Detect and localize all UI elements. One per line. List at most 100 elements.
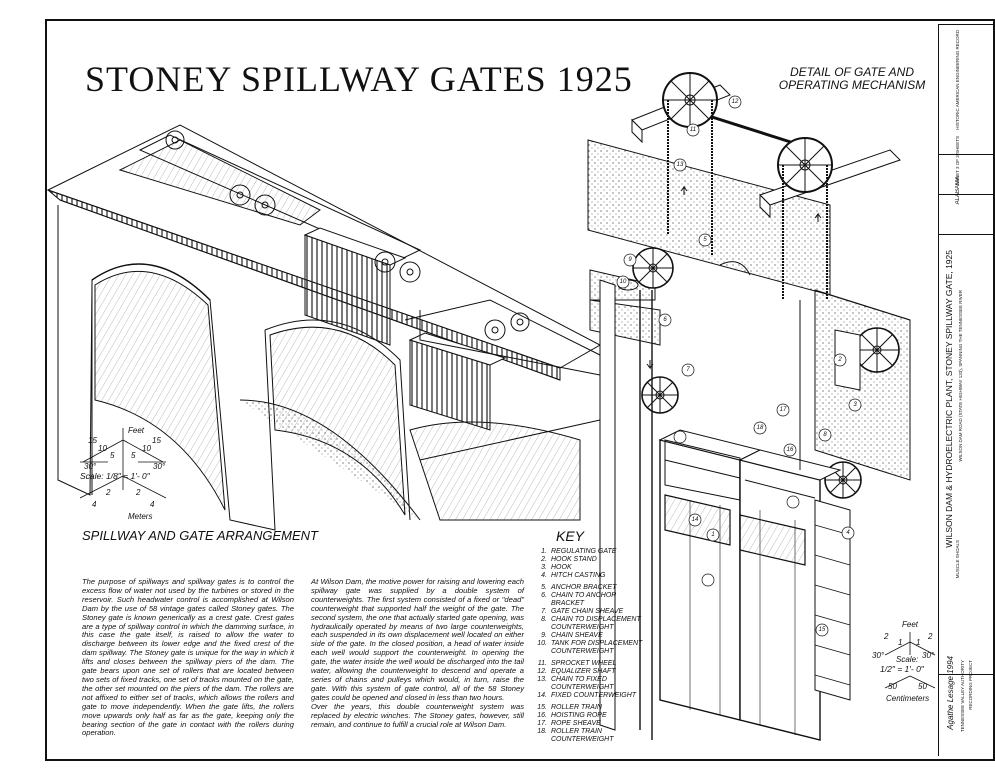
key-item: 5.ANCHOR BRACKET (533, 584, 643, 592)
tb-agency-cell (939, 674, 995, 757)
scale-ratio-right: 1/2" = 1'- 0" (880, 664, 924, 674)
scale-feet-label-right: Feet (902, 620, 919, 629)
key-item-number: 2. (541, 556, 547, 563)
callout-number: 14 (691, 516, 699, 523)
key-item-number: 1. (541, 548, 547, 555)
right-scale-graphic (884, 632, 936, 689)
key-item-label: REGULATING GATE (551, 548, 617, 555)
key-item-number: 5. (541, 584, 547, 591)
tb-state-cell (939, 194, 995, 235)
tb-recording: RECORDING PROJECT (968, 660, 973, 710)
key-item-label: TANK FOR DISPLACEMENT COUNTERWEIGHT (551, 640, 643, 655)
detail-title: DETAIL OF GATE AND OPERATING MECHANISM (778, 65, 926, 92)
key-item-number: 14. (537, 692, 547, 699)
key-item: 9. CHAIN SHEAVE (533, 632, 643, 640)
key-item-label: SPROCKET WHEEL (551, 660, 617, 667)
scale-cm-tick: 50 (918, 682, 927, 691)
tb-sheet-cell (939, 154, 995, 195)
scale-meter-tick: 2 (136, 488, 141, 497)
key-item-number: 13. (537, 676, 547, 683)
callouts-layer (616, 95, 862, 637)
key-item: 3.HOOK (533, 564, 643, 572)
scale-tick: 5 (131, 451, 136, 460)
key-item-label: ROLLER TRAIN COUNTERWEIGHT (551, 728, 614, 743)
key-item-label: CHAIN TO ANCHOR BRACKET (551, 592, 617, 607)
callout-number: 17 (779, 406, 787, 413)
signature: Agathe Lesage 1994 (946, 656, 955, 730)
callout-number: 9 (628, 256, 632, 263)
key-item-number: 7. (541, 608, 547, 615)
key-item: 15. ROLLER TRAIN (533, 704, 643, 712)
outer-border (45, 19, 995, 761)
key-item-label: CHAIN SHEAVE (551, 632, 603, 639)
key-item-number: 8. (541, 616, 547, 623)
tb-survey: HISTORIC AMERICAN ENGINEERING RECORD (955, 30, 960, 130)
key-item: 7.GATE CHAIN SHEAVE (533, 608, 643, 616)
scale-tick: 5 (110, 451, 115, 460)
key-item-label: ROPE SHEAVE (551, 720, 601, 727)
key-item-number: 16. (537, 712, 547, 719)
scale-angle-left: 30° (84, 462, 97, 471)
callout-number: 16 (786, 446, 794, 453)
key-item-label: HITCH CASTING (551, 572, 606, 579)
tb-survey-cell (939, 24, 995, 155)
scale-cm-label: Centimeters (886, 694, 930, 703)
key-item-number: 9. (541, 632, 547, 639)
callout-number: 7 (686, 366, 690, 373)
key-item-number: 18. (537, 728, 547, 735)
callout-number: 12 (731, 98, 739, 105)
scale-angle-right-right: 30° (922, 651, 935, 660)
callout-number: 15 (818, 626, 826, 633)
key-item-number: 10. (537, 640, 547, 647)
scale-tick-right: 1 (916, 638, 921, 647)
key-item: 14. FIXED COUNTERWEIGHT (533, 692, 643, 700)
callout-number: 11 (689, 126, 697, 133)
scale-ratio: Scale: 1/8" = 1'- 0" (80, 471, 150, 481)
scale-tick: 15 (88, 436, 97, 445)
tb-location: WILSON DAM ROAD (STATE HIGHWAY 133), SPA… (958, 290, 963, 462)
key-item-label: ROLLER TRAIN (551, 704, 602, 711)
key-item: 8.CHAIN TO DISPLACEMENT COUNTERWEIGHT (533, 616, 643, 632)
callout-number: 13 (676, 161, 684, 168)
key-item: 17.ROPE SHEAVE (533, 720, 643, 728)
callout-number: 1 (711, 531, 715, 538)
gate-mechanism-detail (587, 72, 911, 741)
key-item-number: 11. (537, 660, 547, 667)
key-item-number: 15. (537, 704, 547, 711)
spillway-caption: SPILLWAY AND GATE ARRANGEMENT (82, 528, 318, 543)
scale-meter-tick: 2 (106, 488, 111, 497)
key-item-label: HOOK STAND (551, 556, 597, 563)
key-item-number: 12. (537, 668, 547, 675)
tb-county: MUSCLE SHOALS (955, 540, 960, 579)
scale-meters-label: Meters (128, 512, 153, 521)
scale-meter-tick: 4 (92, 500, 97, 509)
scale-meter-tick: 4 (150, 500, 155, 509)
tb-agency: TENNESSEE VALLEY AUTHORITY (960, 660, 965, 733)
callout-number: 3 (853, 401, 857, 408)
key-item: 4.HITCH CASTING (533, 572, 643, 580)
tb-main-cell (939, 234, 995, 675)
key-item-label: EQUALIZER SHAFT (551, 668, 616, 675)
key-item: 6.CHAIN TO ANCHOR BRACKET (533, 592, 643, 608)
scale-tick-right: 2 (884, 632, 889, 641)
scale-tick: 15 (152, 436, 161, 445)
title-block (938, 24, 995, 756)
callout-number: 8 (823, 431, 827, 438)
left-scale-graphic (79, 428, 167, 499)
key-item: 16. HOISTING ROPE (533, 712, 643, 720)
scale-tick-right: 2 (928, 632, 933, 641)
key-item: 1. REGULATING GATE (533, 548, 643, 556)
key-item-label: FIXED COUNTERWEIGHT (551, 692, 637, 699)
scale-angle-right: 30° (153, 462, 166, 471)
scale-angle-left-right: 30° (872, 651, 885, 660)
key-item-label: HOISTING ROPE (551, 712, 607, 719)
key-item: 18. ROLLER TRAIN COUNTERWEIGHT (533, 728, 643, 744)
scale-feet-label: Feet (128, 426, 145, 435)
drawing-title: STONEY SPILLWAY GATES 1925 (85, 59, 633, 99)
callout-number: 6 (663, 316, 667, 323)
callout-number: 2 (838, 356, 842, 363)
callout-number: 4 (846, 529, 850, 536)
description-paragraph-2: At Wilson Dam, the motive power for rais… (311, 577, 524, 729)
